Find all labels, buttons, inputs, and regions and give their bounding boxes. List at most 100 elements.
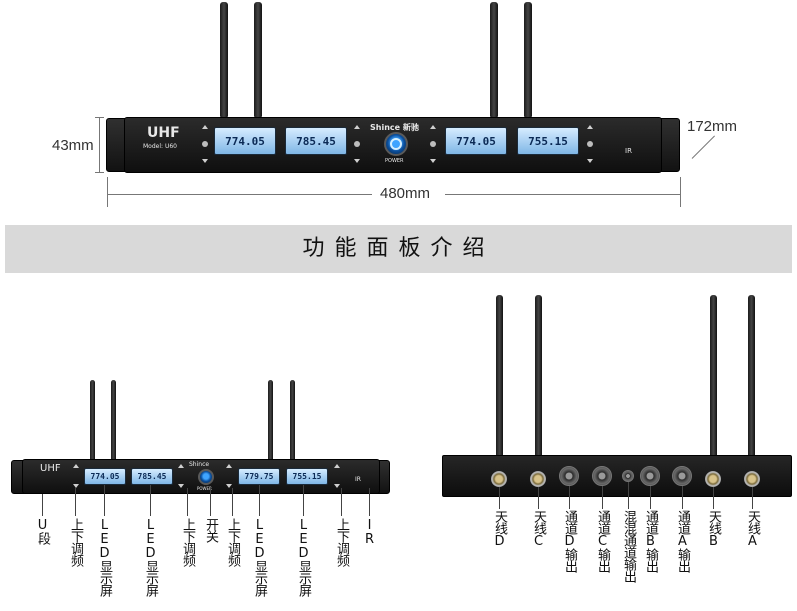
front-ir-label: IR xyxy=(355,476,361,483)
top-logo: Shince 新驰 xyxy=(370,123,419,132)
label-tune-1: 上下调频 xyxy=(68,518,83,566)
label-led-1: LED显示屏 xyxy=(97,518,112,596)
top-brand-label: UHF xyxy=(147,125,180,141)
leader-line xyxy=(650,486,651,509)
front-antenna-3 xyxy=(268,380,273,460)
top-lcd-3: 774.05 xyxy=(445,127,507,155)
front-tune-buttons-2[interactable] xyxy=(177,464,185,488)
front-tune-buttons-1[interactable] xyxy=(72,464,80,488)
rear-antenna-a xyxy=(748,295,755,463)
front-power-label: POWER xyxy=(197,486,212,491)
leader-line xyxy=(538,487,539,509)
label-ir: IR xyxy=(362,518,377,546)
antenna-top-4 xyxy=(524,2,532,117)
label-output-c: 通道C输出 xyxy=(595,510,610,572)
height-tick-bottom xyxy=(95,172,104,173)
top-tune-buttons-1[interactable] xyxy=(200,125,210,163)
leader-line xyxy=(210,488,211,516)
bnc-connector-d xyxy=(491,471,507,487)
antenna-top-1 xyxy=(220,2,228,117)
depth-dimension: 172mm xyxy=(687,118,738,135)
top-tune-buttons-3[interactable] xyxy=(428,125,438,163)
top-lcd-4: 755.15 xyxy=(517,127,579,155)
label-antenna-a: 天线A xyxy=(745,510,760,548)
antenna-top-2 xyxy=(254,2,262,117)
leader-line xyxy=(259,485,260,516)
leader-line xyxy=(232,488,233,516)
front-lcd-3: 779.75 xyxy=(238,468,280,485)
leader-line xyxy=(628,482,629,509)
front-antenna-4 xyxy=(290,380,295,460)
top-device-illustration: UHF Model: U60 774.05 785.45 774.05 755.… xyxy=(0,0,797,215)
leader-line xyxy=(569,486,570,509)
label-tune-2: 上下调频 xyxy=(180,518,195,566)
front-tune-buttons-3[interactable] xyxy=(225,464,233,488)
label-output-d: 通道D输出 xyxy=(562,510,577,572)
xlr-output-d xyxy=(559,466,579,486)
label-tune-3: 上下调频 xyxy=(225,518,240,566)
front-antenna-1 xyxy=(90,380,95,460)
label-led-4: LED显示屏 xyxy=(296,518,311,596)
width-line-right xyxy=(445,194,680,195)
front-logo: Shince xyxy=(189,461,210,468)
width-line-left xyxy=(107,194,372,195)
leader-line xyxy=(303,485,304,516)
top-lcd-1: 774.05 xyxy=(214,127,276,155)
label-antenna-d: 天线D xyxy=(492,510,507,548)
leader-line xyxy=(42,494,43,516)
top-ir-label: IR xyxy=(625,147,632,155)
width-tick-left xyxy=(107,177,108,207)
top-power-label: POWER xyxy=(385,158,404,164)
rear-antenna-d xyxy=(496,295,503,463)
power-icon xyxy=(390,138,402,150)
top-tune-buttons-4[interactable] xyxy=(585,125,595,163)
label-power-switch: 开关 xyxy=(203,518,218,542)
label-antenna-c: 天线C xyxy=(531,510,546,548)
label-tune-4: 上下调频 xyxy=(334,518,349,566)
top-lcd-2: 785.45 xyxy=(285,127,347,155)
label-output-a: 通道A输出 xyxy=(675,510,690,572)
xlr-output-c xyxy=(592,466,612,486)
leader-line xyxy=(150,485,151,516)
front-tune-buttons-4[interactable] xyxy=(333,464,341,488)
label-antenna-b: 天线B xyxy=(706,510,721,548)
label-output-b: 通道B输出 xyxy=(643,510,658,572)
leader-line xyxy=(752,487,753,509)
leader-line xyxy=(369,488,370,516)
xlr-output-a xyxy=(672,466,692,486)
section-title: 功能面板介绍 xyxy=(302,236,495,261)
section-title-band: 功能面板介绍 xyxy=(5,225,792,273)
front-panel-illustration: UHF 774.05 785.45 Shince POWER 779.75 75… xyxy=(0,370,400,611)
rear-antenna-c xyxy=(535,295,542,463)
label-u-band: U段 xyxy=(35,518,50,544)
label-led-3: LED显示屏 xyxy=(252,518,267,596)
leader-line xyxy=(713,487,714,509)
xlr-output-b xyxy=(640,466,660,486)
label-led-2: LED显示屏 xyxy=(143,518,158,596)
rear-panel-illustration xyxy=(420,290,797,611)
leader-line xyxy=(602,486,603,509)
mix-output-jack xyxy=(622,470,634,482)
front-lcd-2: 785.45 xyxy=(131,468,173,485)
leader-line xyxy=(75,488,76,516)
leader-line xyxy=(499,487,500,509)
bnc-connector-b xyxy=(705,471,721,487)
front-antenna-2 xyxy=(111,380,116,460)
leader-line xyxy=(341,488,342,516)
width-tick-right xyxy=(680,177,681,207)
top-tune-buttons-2[interactable] xyxy=(352,125,362,163)
leader-line xyxy=(187,488,188,516)
front-power-knob[interactable] xyxy=(198,469,214,485)
label-mix-output: 混混通道输出 xyxy=(621,510,636,582)
width-dimension: 480mm xyxy=(380,185,431,202)
top-model-label: Model: U60 xyxy=(143,143,177,150)
bnc-connector-c xyxy=(530,471,546,487)
leader-line xyxy=(682,486,683,509)
height-dimension-line xyxy=(99,117,100,173)
bnc-connector-a xyxy=(744,471,760,487)
height-tick-top xyxy=(95,117,104,118)
front-lcd-1: 774.05 xyxy=(84,468,126,485)
depth-dimension-line xyxy=(691,135,715,159)
front-brand-label: UHF xyxy=(40,463,61,474)
front-lcd-4: 755.15 xyxy=(286,468,328,485)
